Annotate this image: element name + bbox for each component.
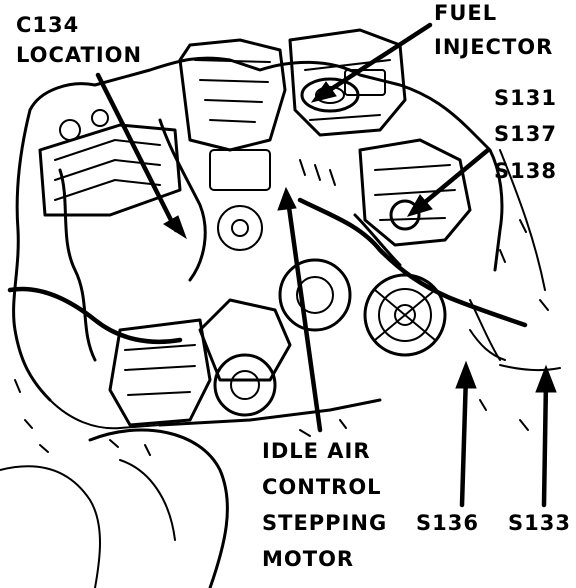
fuel-injector-arrowhead-icon <box>310 81 337 103</box>
fuel-injector-label-line2: INJECTOR <box>434 35 553 59</box>
fuel-injector-leader-line <box>319 22 433 98</box>
c134-arrowhead-icon <box>163 215 187 240</box>
s138-label: S138 <box>494 159 557 183</box>
s13x-leader-line <box>415 147 491 211</box>
s136-leader-line <box>459 372 469 508</box>
iac-label-line1: IDLE AIR <box>262 439 371 463</box>
s131-label: S131 <box>494 86 557 110</box>
s133-arrowhead-icon <box>535 364 557 393</box>
iac-label-line4: MOTOR <box>262 547 354 571</box>
s137-label: S137 <box>494 122 557 146</box>
s133-label: S133 <box>508 511 571 535</box>
iac-label-line2: CONTROL <box>262 475 382 499</box>
iac-arrowhead-icon <box>277 186 297 211</box>
fuel-injector-label-line1: FUEL <box>434 1 497 25</box>
engine-illustration <box>0 28 561 588</box>
s133-leader-line <box>541 377 549 508</box>
iac-label-line3: STEPPING <box>262 511 387 535</box>
leader-lines <box>95 22 557 508</box>
s13x-arrowhead-icon <box>406 194 433 217</box>
c134-leader-line <box>95 72 179 233</box>
labels: C134 LOCATION FUEL INJECTOR S131 S137 S1… <box>16 1 571 571</box>
c134-label-line2: LOCATION <box>16 43 142 67</box>
iac-leader-line <box>285 197 323 433</box>
s136-label: S136 <box>416 511 479 535</box>
s136-arrowhead-icon <box>455 360 477 389</box>
c134-label-line1: C134 <box>16 13 79 37</box>
